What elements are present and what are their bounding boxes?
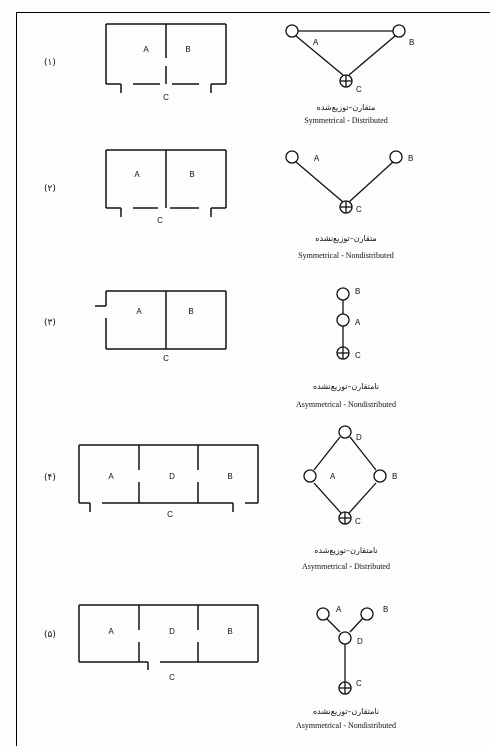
graph-node-label: D (356, 433, 362, 442)
diagram-row-2: (۲) A B C (0, 140, 490, 280)
graph-node-label: B (355, 287, 360, 296)
caption-english-1: Symmetrical - Distributed (304, 116, 388, 125)
graph-node-label: C (356, 205, 362, 214)
plan-room-label: A (136, 307, 142, 316)
graph-node-label: B (392, 472, 397, 481)
diagram-row-4: (۴) A D B C (0, 420, 490, 590)
caption-english-2: Symmetrical - Nondistributed (298, 251, 394, 260)
graph-node-label: A (313, 38, 319, 47)
caption-persian-4: نامتقارن–توزیع‌شده (314, 546, 378, 555)
graph-node-label: C (356, 679, 362, 688)
frame-left-border (16, 12, 17, 746)
access-graph-5: A B D C (316, 605, 388, 695)
graph-node-label: C (356, 85, 362, 94)
plan-room-label: B (185, 45, 190, 54)
plan-room-label: A (108, 472, 114, 481)
graph-node-label: B (408, 154, 413, 163)
plan-room-label: B (189, 170, 194, 179)
plan-room-label: D (169, 472, 175, 481)
caption-english-4: Asymmetrical - Distributed (302, 562, 390, 571)
access-graph-2: A B C (285, 150, 413, 214)
graph-node-label: B (383, 605, 388, 614)
plan-entry-label: C (169, 673, 175, 682)
graph-node-label: A (314, 154, 320, 163)
plan-entry-label: C (163, 354, 169, 363)
floor-plan-5: A D B C (78, 604, 259, 682)
caption-persian-5: نامتقارن–توزیع‌نشده (312, 707, 380, 716)
row-number-3: (۳) (44, 318, 56, 328)
plan-entry-label: C (157, 216, 163, 225)
graph-node-label: B (409, 38, 414, 47)
caption-persian-2: متقارن–توزیع‌نشده (315, 234, 377, 243)
row-number-2: (۲) (44, 184, 56, 194)
row-number-4: (۴) (44, 473, 56, 483)
plan-entry-label: C (163, 93, 169, 102)
plan-room-label: A (134, 170, 140, 179)
graph-node-label: C (355, 517, 361, 526)
access-graph-1: A B C (285, 24, 414, 94)
access-graph-3: B A C (336, 287, 361, 360)
plan-room-label: A (143, 45, 149, 54)
graph-node-label: A (336, 605, 342, 614)
row-number-1: (۱) (44, 58, 56, 68)
diagram-row-1: (۱) A B C (0, 0, 490, 140)
plan-room-label: B (188, 307, 193, 316)
plan-room-label: B (227, 472, 232, 481)
plan-room-label: A (108, 627, 114, 636)
graph-node-label: A (330, 472, 336, 481)
caption-english-5: Asymmetrical - Nondistributed (296, 721, 396, 730)
floor-plan-4: A D B C (78, 444, 259, 519)
graph-node-label: A (355, 318, 361, 327)
plan-entry-label: C (167, 510, 173, 519)
floor-plan-2: A B C (105, 149, 227, 225)
floor-plan-1: A B C (105, 23, 227, 102)
access-graph-4: D A B C (303, 425, 397, 526)
graph-node-label: C (355, 351, 361, 360)
caption-persian-1: متقارن–توزیع‌شده (316, 103, 376, 112)
caption-english-3: Asymmetrical - Nondistributed (296, 400, 396, 409)
plan-room-label: D (169, 627, 175, 636)
row-number-5: (۵) (44, 630, 56, 640)
diagram-row-3: (۳) A B C (0, 280, 490, 420)
caption-persian-3: نامتقارن–توزیع‌نشده (312, 382, 380, 391)
graph-node-label: D (357, 637, 363, 646)
plan-room-label: B (227, 627, 232, 636)
frame-top-border (16, 12, 490, 13)
diagram-row-5: (۵) A D B C (0, 590, 490, 746)
floor-plan-3: A B C (95, 290, 227, 363)
